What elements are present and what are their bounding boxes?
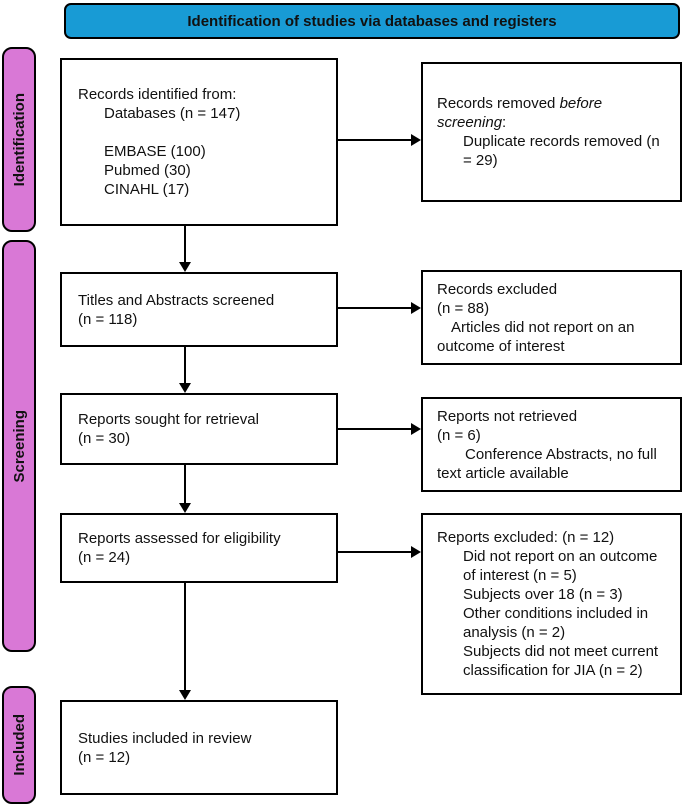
- arrow-screened-to-excluded: [338, 301, 421, 314]
- box-line: EMBASE (100): [104, 143, 206, 160]
- exclusion-reason: Did not report on an outcome of interest…: [463, 548, 658, 584]
- stage-label-included: Included: [2, 686, 36, 804]
- box-line: (n = 6): [437, 426, 481, 444]
- arrow-sought-to-assessed: [178, 465, 191, 513]
- box-studies-included-in-review: Studies included in review (n = 12): [60, 700, 338, 795]
- box-reports-assessed-for-eligibility: Reports assessed for eligibility (n = 24…: [60, 513, 338, 583]
- box-records-removed-before-screening: Records removed before screening: Duplic…: [421, 62, 682, 202]
- box-line: Reports sought for retrieval: [78, 411, 259, 428]
- arrow-screened-to-sought: [178, 347, 191, 393]
- box-reports-excluded: Reports excluded: (n = 12) Did not repor…: [421, 513, 682, 695]
- box-line: Databases (n = 147): [104, 105, 241, 122]
- banner-label: Identification of studies via databases …: [187, 12, 557, 30]
- box-line: Studies included in review: [78, 729, 252, 747]
- stage-screening-text: Screening: [10, 409, 28, 483]
- box-records-identified: Records identified from: Databases (n = …: [60, 58, 338, 226]
- box-titles-abstracts-screened: Titles and Abstracts screened (n = 118): [60, 272, 338, 347]
- arrow-identified-to-removed: [338, 133, 421, 146]
- box-line-blank: [78, 123, 328, 142]
- stage-identification-text: Identification: [10, 92, 28, 187]
- box-line: (n = 24): [78, 549, 131, 566]
- stage-included-text: Included: [10, 714, 28, 776]
- box-detail: Duplicate records removed (n = 29): [463, 133, 660, 169]
- exclusion-reason: Subjects did not meet current classifica…: [463, 643, 659, 679]
- box-line: (n = 12): [78, 748, 131, 766]
- stage-label-screening: Screening: [2, 240, 36, 652]
- heading-italic: before screening: [437, 95, 603, 131]
- box-line: Records identified from:: [78, 86, 237, 103]
- box-detail: Conference Abstracts, no full text artic…: [437, 445, 657, 482]
- box-line: Reports assessed for eligibility: [78, 530, 281, 547]
- exclusion-reason: Subjects over 18 (n = 3): [463, 586, 623, 603]
- heading-suffix: :: [502, 114, 507, 131]
- box-detail: Articles did not report on an outcome of…: [437, 318, 635, 355]
- arrow-identified-to-screened: [178, 226, 191, 272]
- box-line: Titles and Abstracts screened: [78, 291, 275, 309]
- box-line: CINAHL (17): [104, 181, 190, 198]
- box-heading: Reports excluded: (n = 12): [437, 529, 615, 546]
- box-records-excluded: Records excluded (n = 88) Articles did n…: [421, 270, 682, 365]
- box-line: (n = 118): [78, 310, 138, 328]
- box-reports-not-retrieved: Reports not retrieved (n = 6) Conference…: [421, 397, 682, 492]
- box-line: Pubmed (30): [104, 162, 191, 179]
- exclusion-reason: Other conditions included in analysis (n…: [463, 605, 649, 641]
- arrow-sought-to-not-retrieved: [338, 422, 421, 435]
- stage-label-identification: Identification: [2, 47, 36, 232]
- box-heading: Records removed before screening:: [437, 94, 672, 132]
- box-reports-sought-for-retrieval: Reports sought for retrieval (n = 30): [60, 393, 338, 465]
- box-line: Reports not retrieved: [437, 407, 578, 425]
- banner-identification-via-databases: Identification of studies via databases …: [64, 3, 680, 39]
- heading-prefix: Records removed: [437, 95, 560, 112]
- box-line: (n = 88): [437, 299, 490, 317]
- arrow-assessed-to-included: [178, 583, 191, 700]
- arrow-assessed-to-excluded: [338, 545, 421, 558]
- box-line: (n = 30): [78, 430, 131, 447]
- box-line: Records excluded: [437, 280, 558, 298]
